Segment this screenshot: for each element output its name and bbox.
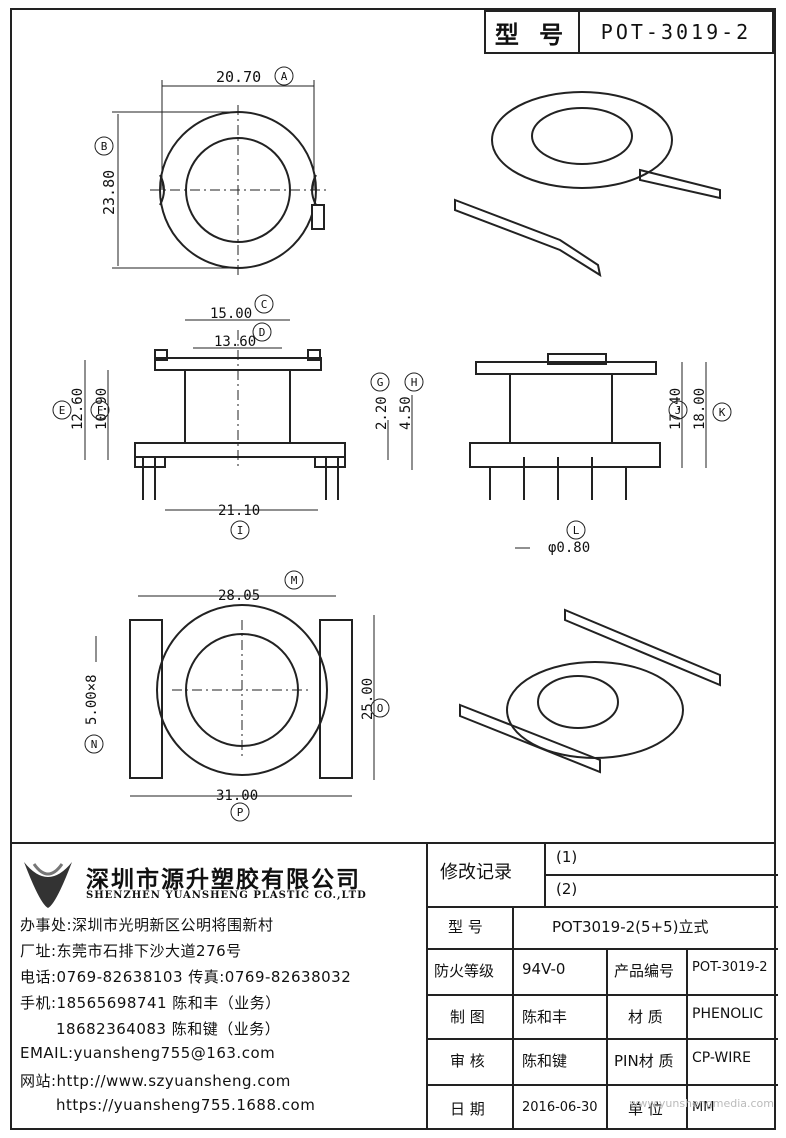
marker-n: [84, 734, 104, 754]
dim-j: 17.40: [668, 388, 684, 430]
prodno-value: POT-3019-2: [692, 960, 768, 975]
dim-c: 15.00: [210, 306, 252, 322]
dim-m: 28.05: [218, 588, 260, 604]
marker-d: [252, 322, 272, 342]
date-label: 日 期: [450, 1100, 485, 1118]
marker-label-f: F: [97, 404, 104, 417]
contact-email: EMAIL:yuansheng755@163.com: [20, 1044, 276, 1062]
marker-f: [90, 400, 110, 420]
marker-label-m: M: [291, 574, 298, 587]
marker-label-b: B: [101, 140, 108, 153]
dim-k: 18.00: [692, 388, 708, 430]
fire-label: 防火等级: [434, 962, 495, 980]
drawing-frame: [10, 8, 776, 1130]
marker-h: [404, 372, 424, 392]
material-label: 材 质: [628, 1008, 663, 1026]
contact-phone: 电话:0769-82638103 传真:0769-82638032: [20, 968, 352, 986]
contact-mobile-1: 手机:18565698741 陈和丰（业务）: [20, 994, 281, 1012]
marker-label-a: A: [281, 70, 288, 83]
marker-k: [712, 402, 732, 422]
dim-b: 23.80: [100, 170, 118, 215]
marker-l: [566, 520, 586, 540]
spec-table: 修改记录 (1) (2) 型 号 POT3019-2(5+5)立式 防火等级 9…: [426, 844, 778, 1130]
dim-f: 10.90: [94, 388, 110, 430]
dim-a: 20.70: [216, 68, 261, 86]
marker-label-o: O: [377, 702, 384, 715]
marker-i: [230, 520, 250, 540]
fire-value: 94V-0: [522, 960, 566, 978]
prodno-label: 产品编号: [614, 962, 675, 980]
marker-o: [370, 698, 390, 718]
dim-p: 31.00: [216, 788, 258, 804]
marker-g: [370, 372, 390, 392]
marker-label-l: L: [573, 524, 580, 537]
marker-label-h: H: [411, 376, 418, 389]
dim-n: 5.00×8: [84, 674, 100, 725]
marker-a: [274, 66, 294, 86]
draw-label: 制 图: [450, 1008, 485, 1026]
check-label: 审 核: [450, 1052, 485, 1070]
iso-view-bottom: [459, 608, 721, 774]
dim-g: 2.20: [374, 396, 390, 430]
dim-e: 12.60: [70, 388, 86, 430]
contact-mobile-2: 18682364083 陈和键（业务）: [56, 1020, 281, 1038]
dim-d: 13.60: [214, 334, 256, 350]
marker-label-k: K: [719, 406, 726, 419]
marker-b: [94, 136, 114, 156]
material-value: PHENOLIC: [692, 1006, 764, 1022]
revision-1: (1): [556, 848, 578, 866]
model-value-row: POT3019-2(5+5)立式: [552, 918, 709, 936]
marker-j: [668, 400, 688, 420]
contact-factory: 厂址:东莞市石排下沙大道276号: [20, 942, 242, 960]
contact-website-2: https://yuansheng755.1688.com: [56, 1096, 316, 1114]
marker-label-n: N: [91, 738, 98, 751]
marker-c: [254, 294, 274, 314]
technical-drawing: 20.70 23.80 15.00 13.60 12.60 10.90 2.20…: [52, 66, 732, 822]
marker-label-g: G: [377, 376, 384, 389]
title-block: 型 号 POT-3019-2: [484, 10, 774, 54]
marker-label-d: D: [259, 326, 266, 339]
date-value: 2016-06-30: [522, 1100, 598, 1115]
iso-view-top: [454, 91, 721, 278]
model-label: 型 号: [486, 12, 580, 52]
marker-label-e: E: [59, 404, 66, 417]
marker-label-i: I: [237, 524, 244, 537]
dim-h: 4.50: [398, 396, 414, 430]
pin-label: PIN材 质: [614, 1052, 674, 1070]
marker-label-c: C: [261, 298, 268, 311]
marker-label-j: J: [675, 404, 682, 417]
marker-m: [284, 570, 304, 590]
dim-l: φ0.80: [548, 540, 590, 556]
dim-i: 21.10: [218, 503, 260, 519]
unit-label: 单 位: [628, 1100, 663, 1118]
company-logo: [24, 862, 72, 908]
revision-label: 修改记录: [440, 862, 512, 883]
info-block: 深圳市源升塑胶有限公司 SHENZHEN YUANSHENG PLASTIC C…: [10, 842, 778, 1130]
model-value: POT-3019-2: [600, 20, 752, 44]
draw-value: 陈和丰: [522, 1008, 568, 1026]
check-value: 陈和键: [522, 1052, 568, 1070]
watermark: www.yunshengmedia.com: [629, 1097, 774, 1110]
contact-office: 办事处:深圳市光明新区公明将围新村: [20, 916, 274, 934]
model-label-row: 型 号: [448, 918, 483, 936]
unit-value: MM: [692, 1100, 715, 1115]
company-name-en: SHENZHEN YUANSHENG PLASTIC CO.,LTD: [86, 890, 367, 901]
contact-website: 网站:http://www.szyuansheng.com: [20, 1072, 291, 1090]
marker-p: [230, 802, 250, 822]
marker-label-p: P: [237, 806, 244, 819]
dim-o: 25.00: [360, 678, 376, 720]
marker-e: [52, 400, 72, 420]
company-name: 深圳市源升塑胶有限公司: [86, 867, 361, 893]
revision-2: (2): [556, 880, 578, 898]
pin-value: CP-WIRE: [692, 1050, 751, 1066]
